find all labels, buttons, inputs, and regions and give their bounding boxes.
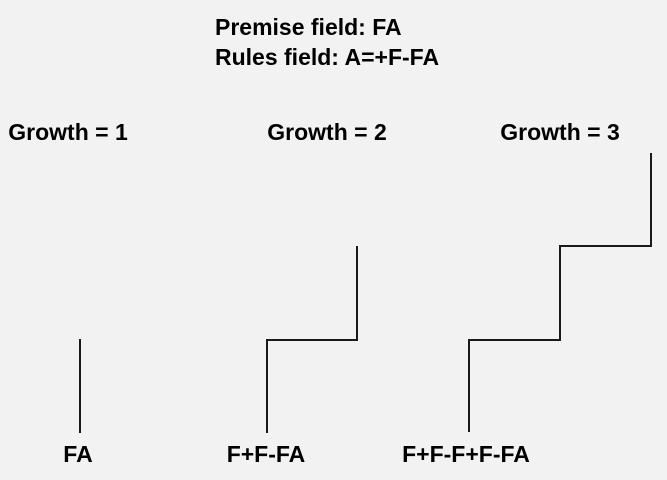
result-string-1: FA xyxy=(63,441,93,467)
growth-label-2: Growth = 2 xyxy=(267,119,387,145)
turtle-path-growth-2 xyxy=(266,246,358,433)
header: Premise field: FA Rules field: A=+F-FA xyxy=(215,12,439,72)
premise-field-text: Premise field: FA xyxy=(215,14,402,40)
growth-label-3: Growth = 3 xyxy=(500,119,620,145)
rules-field-text: Rules field: A=+F-FA xyxy=(215,44,440,70)
result-string-3: F+F-F+F-FA xyxy=(402,441,530,467)
growth-label-1: Growth = 1 xyxy=(8,119,128,145)
result-string-2: F+F-FA xyxy=(226,441,306,467)
turtle-path-growth-3 xyxy=(468,153,652,432)
